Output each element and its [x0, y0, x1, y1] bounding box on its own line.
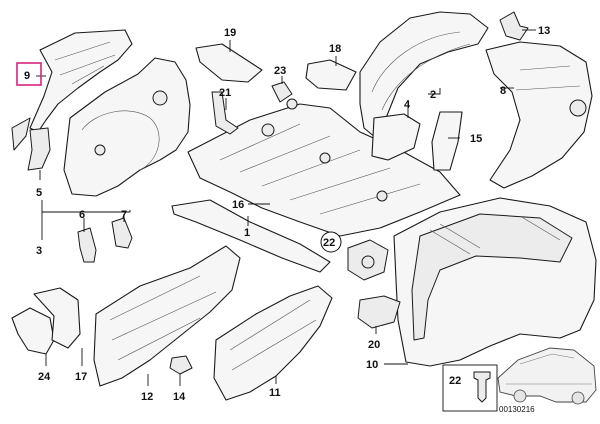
label-7[interactable]: 7: [121, 209, 127, 221]
label-1[interactable]: 1: [244, 227, 250, 239]
label-8[interactable]: 8: [500, 85, 506, 97]
part-23-fitting[interactable]: [271, 81, 298, 110]
label-23[interactable]: 23: [274, 65, 286, 77]
label-15[interactable]: 15: [470, 133, 482, 145]
part-11-lower-panel[interactable]: [213, 285, 333, 401]
part-16-floor-assembly[interactable]: [187, 103, 461, 237]
part-13-bracket[interactable]: [499, 11, 529, 41]
label-13[interactable]: 13: [538, 25, 550, 37]
label-20[interactable]: 20: [368, 339, 380, 351]
part-7-bracket[interactable]: [111, 217, 133, 249]
label-22-inset[interactable]: 22: [449, 375, 461, 387]
label-18[interactable]: 18: [329, 43, 341, 55]
label-2[interactable]: 2: [430, 89, 436, 101]
label-22[interactable]: 22: [323, 237, 335, 249]
label-24[interactable]: 24: [38, 371, 51, 383]
label-11[interactable]: 11: [269, 387, 281, 399]
label-14[interactable]: 14: [173, 391, 186, 403]
label-10[interactable]: 10: [366, 359, 378, 371]
part-12-inner-panel[interactable]: [93, 245, 241, 387]
label-21[interactable]: 21: [219, 87, 231, 99]
car-silhouette: [497, 347, 597, 405]
label-9[interactable]: 9: [24, 70, 30, 82]
label-19[interactable]: 19: [224, 27, 236, 39]
part-22-bracket[interactable]: [347, 239, 389, 281]
part-14-fitting[interactable]: [169, 355, 193, 375]
part-4-panel[interactable]: [371, 113, 421, 161]
part-10-side-frame[interactable]: [393, 197, 597, 367]
part-5-bracket[interactable]: [11, 117, 51, 171]
drawing-code: 00130216: [499, 405, 535, 414]
part-17-bracket[interactable]: [33, 287, 81, 349]
part-2-rear-wheel-arch[interactable]: [359, 11, 489, 139]
part-3-wheel-housing[interactable]: [63, 57, 191, 197]
part-8-rear-quarter[interactable]: [485, 41, 593, 189]
label-16[interactable]: 16: [232, 199, 244, 211]
label-22-circle: [320, 231, 342, 253]
leader-lines: [36, 29, 536, 386]
part-18-bracket[interactable]: [305, 59, 357, 91]
label-12[interactable]: 12: [141, 391, 153, 403]
part-15-panel[interactable]: [431, 111, 463, 171]
part-9-fender[interactable]: [29, 29, 133, 133]
label-17[interactable]: 17: [75, 371, 87, 383]
part-19-bracket[interactable]: [195, 43, 263, 83]
part-21-bracket[interactable]: [211, 91, 239, 135]
part-20-plate[interactable]: [357, 295, 401, 329]
label-6[interactable]: 6: [79, 209, 85, 221]
label-5[interactable]: 5: [36, 187, 42, 199]
part-labels: 9 19 18 23 21 2 4 13 8 15 5 6 7 3 16 1 2…: [24, 25, 550, 414]
part-1-crossmember[interactable]: [171, 199, 331, 273]
part-6-bracket[interactable]: [77, 227, 97, 263]
inset-box-22: [442, 364, 498, 412]
highlight-box: [16, 62, 42, 86]
label-3[interactable]: 3: [36, 245, 42, 257]
label-4[interactable]: 4: [404, 99, 411, 111]
part-24-bracket[interactable]: [11, 307, 55, 355]
